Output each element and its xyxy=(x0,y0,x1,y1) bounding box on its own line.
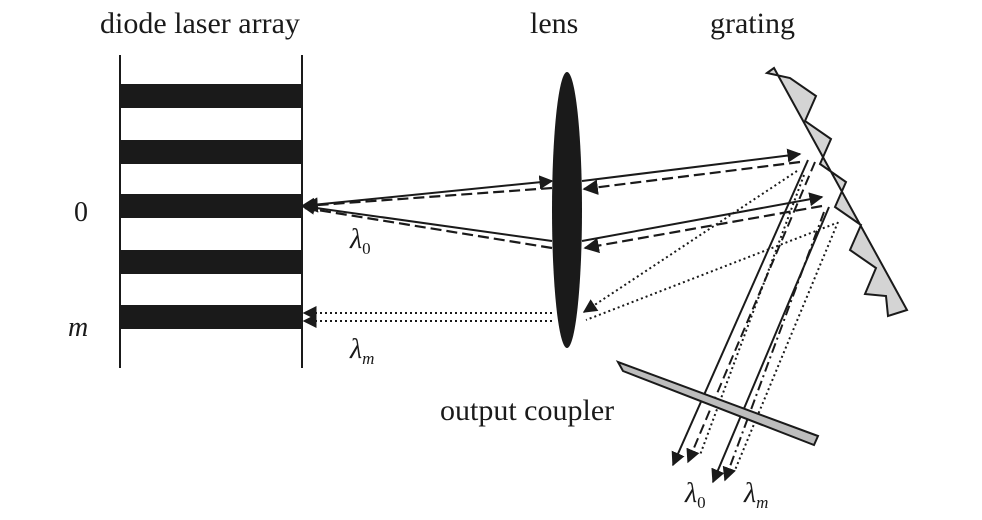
wavelength-label-lambda-0: λ0 xyxy=(349,224,371,258)
label-emitter-m: m xyxy=(68,312,88,343)
emitter-bar xyxy=(120,140,302,164)
label-output-coupler: output coupler xyxy=(440,394,614,427)
label-emitter-0: 0 xyxy=(74,197,88,228)
label-lens: lens xyxy=(530,7,578,40)
lens-shape xyxy=(552,72,582,348)
output-coupler-shape xyxy=(615,360,820,447)
emitter-bar-0 xyxy=(120,194,302,218)
emitter-bar xyxy=(120,84,302,108)
label-diode-laser-array: diode laser array xyxy=(100,7,300,40)
rays-emitter-0-dashed xyxy=(302,160,823,254)
label-grating: grating xyxy=(710,7,795,40)
output-label-lambda-m: λm xyxy=(743,478,768,512)
wavelength-label-lambda-m: λm xyxy=(349,334,374,368)
emitter-bar xyxy=(120,250,302,274)
grating-shape xyxy=(764,66,909,318)
rays-emitter-0-solid xyxy=(300,148,824,242)
emitter-bar-m xyxy=(120,305,302,329)
rays-emitter-m-dotted xyxy=(302,170,839,471)
diode-laser-array xyxy=(119,55,303,368)
output-label-lambda-0: λ0 xyxy=(684,478,706,512)
output-beams xyxy=(671,159,830,484)
